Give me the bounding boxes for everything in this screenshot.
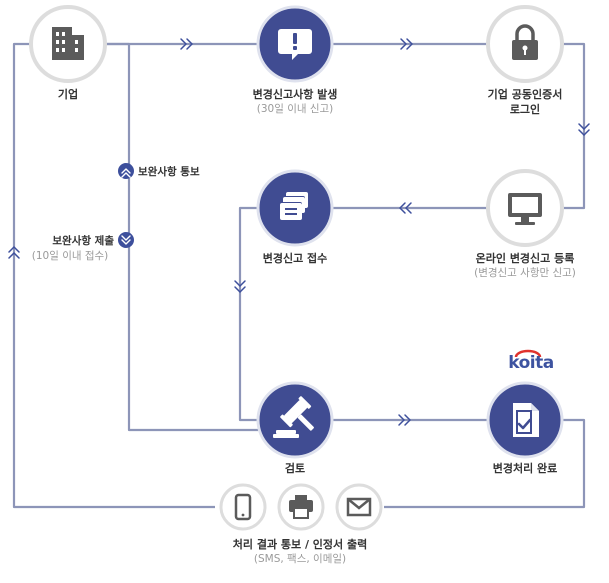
node-complete bbox=[486, 381, 564, 459]
label-receipt: 변경신고 접수 bbox=[262, 252, 328, 265]
node-company bbox=[29, 5, 107, 83]
label-change-report: 변경신고사항 발생 bbox=[252, 88, 338, 101]
label-online-register-sub: (변경신고 사항만 신고) bbox=[474, 267, 576, 279]
building-icon bbox=[52, 27, 84, 60]
connector-complete-output bbox=[384, 418, 586, 509]
connector-login-online bbox=[562, 42, 586, 210]
lock-icon bbox=[512, 24, 538, 60]
supplement-notify-marker bbox=[118, 163, 134, 179]
node-cert-login bbox=[486, 5, 564, 83]
label-supplement-submit-sub: (10일 이내 접수) bbox=[31, 250, 109, 262]
label-change-report-sub: (30일 이내 신고) bbox=[256, 103, 334, 115]
chevron-right-icon bbox=[180, 38, 193, 50]
node-online-register bbox=[486, 169, 564, 247]
label-review: 검토 bbox=[284, 462, 306, 475]
label-output: 처리 결과 통보 / 인정서 출력 bbox=[232, 538, 368, 551]
phone-icon bbox=[219, 483, 267, 531]
connector-output-company bbox=[12, 42, 215, 509]
supplement-submit-marker bbox=[118, 232, 134, 248]
node-change-report bbox=[256, 5, 334, 83]
mail-icon bbox=[335, 483, 383, 531]
label-complete: 변경처리 완료 bbox=[492, 462, 558, 475]
chevron-left-icon bbox=[399, 202, 412, 214]
monitor-icon bbox=[508, 193, 542, 225]
node-review bbox=[256, 381, 334, 459]
label-online-register: 온라인 변경신고 등록 bbox=[475, 252, 575, 265]
node-receipt bbox=[256, 169, 334, 247]
label-supplement-submit: 보완사항 제출 bbox=[52, 235, 114, 247]
chevron-right-icon bbox=[400, 38, 413, 50]
koita-logo: koita bbox=[506, 353, 556, 373]
arrow-chevrons bbox=[8, 38, 590, 426]
chevron-right-icon bbox=[398, 414, 411, 426]
gavel-icon bbox=[273, 396, 314, 438]
exclamation-icon bbox=[278, 29, 312, 60]
documents-icon bbox=[280, 192, 308, 220]
printer-icon bbox=[277, 483, 325, 531]
document-check-icon bbox=[513, 403, 539, 437]
chevron-down-icon bbox=[234, 280, 246, 293]
label-supplement-notify: 보완사항 통보 bbox=[138, 166, 200, 178]
chevron-down-icon bbox=[578, 123, 590, 136]
koita-logo-text: koita bbox=[508, 353, 554, 373]
label-cert-login-line1: 기업 공동인증서 bbox=[487, 88, 563, 101]
label-cert-login-line2: 로그인 bbox=[509, 103, 541, 116]
label-output-sub: (SMS, 팩스, 이메일) bbox=[253, 553, 347, 565]
chevron-up-icon bbox=[8, 246, 20, 259]
connector-receipt-review bbox=[238, 206, 258, 422]
label-company: 기업 bbox=[57, 88, 79, 101]
bottom-icon-group bbox=[219, 483, 383, 531]
koita-logo-mark bbox=[514, 349, 542, 358]
